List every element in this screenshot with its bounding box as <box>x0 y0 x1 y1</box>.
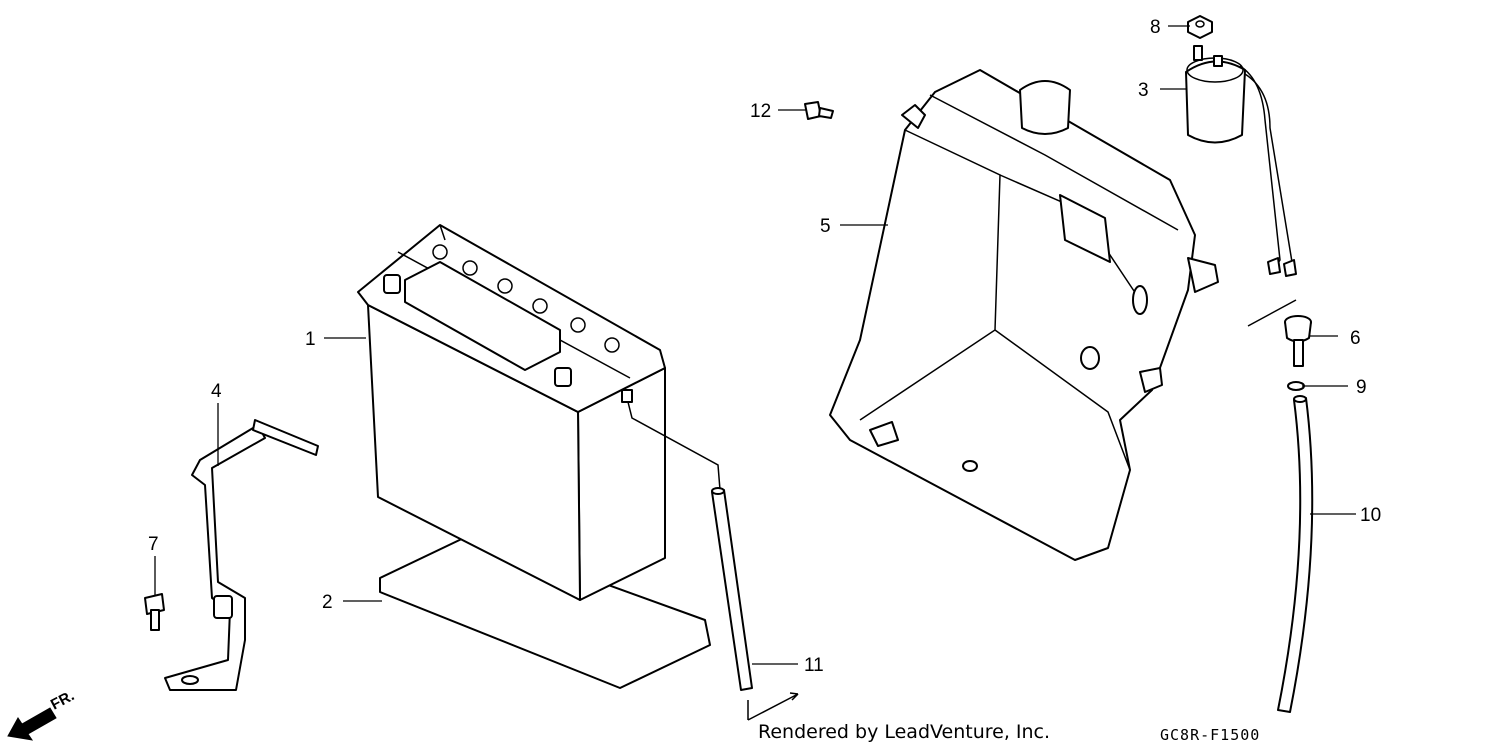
callout-4: 4 <box>211 381 222 402</box>
callout-6: 6 <box>1350 328 1361 349</box>
breather-joint <box>1284 315 1312 367</box>
callout-9: 9 <box>1356 377 1367 398</box>
battery-holder-bracket <box>164 419 319 691</box>
breather-tube <box>1277 395 1314 713</box>
callout-7: 7 <box>148 534 159 555</box>
callout-10: 10 <box>1360 505 1381 526</box>
diagram-code: GC8R-F1500 <box>1160 726 1260 744</box>
callout-11: 11 <box>804 655 824 676</box>
battery-case <box>829 69 1219 561</box>
callout-12: 12 <box>750 101 771 122</box>
callout-8: 8 <box>1150 17 1161 38</box>
direction-label: FR. <box>48 687 77 713</box>
starter-magnetic-switch <box>1185 45 1297 277</box>
cap-nut <box>1187 15 1213 39</box>
bracket-bolt <box>144 593 165 631</box>
front-direction-arrow: FR. <box>7 687 77 741</box>
render-credit: Rendered by LeadVenture, Inc. <box>758 721 1050 743</box>
o-ring <box>1287 381 1305 391</box>
battery <box>357 224 666 601</box>
battery-vent-tube <box>711 487 753 691</box>
case-bolt <box>804 101 834 120</box>
leader-lines <box>154 25 1356 665</box>
callout-2: 2 <box>322 592 333 613</box>
callout-3: 3 <box>1138 80 1149 101</box>
callout-5: 5 <box>820 216 831 237</box>
callout-1: 1 <box>305 329 316 350</box>
